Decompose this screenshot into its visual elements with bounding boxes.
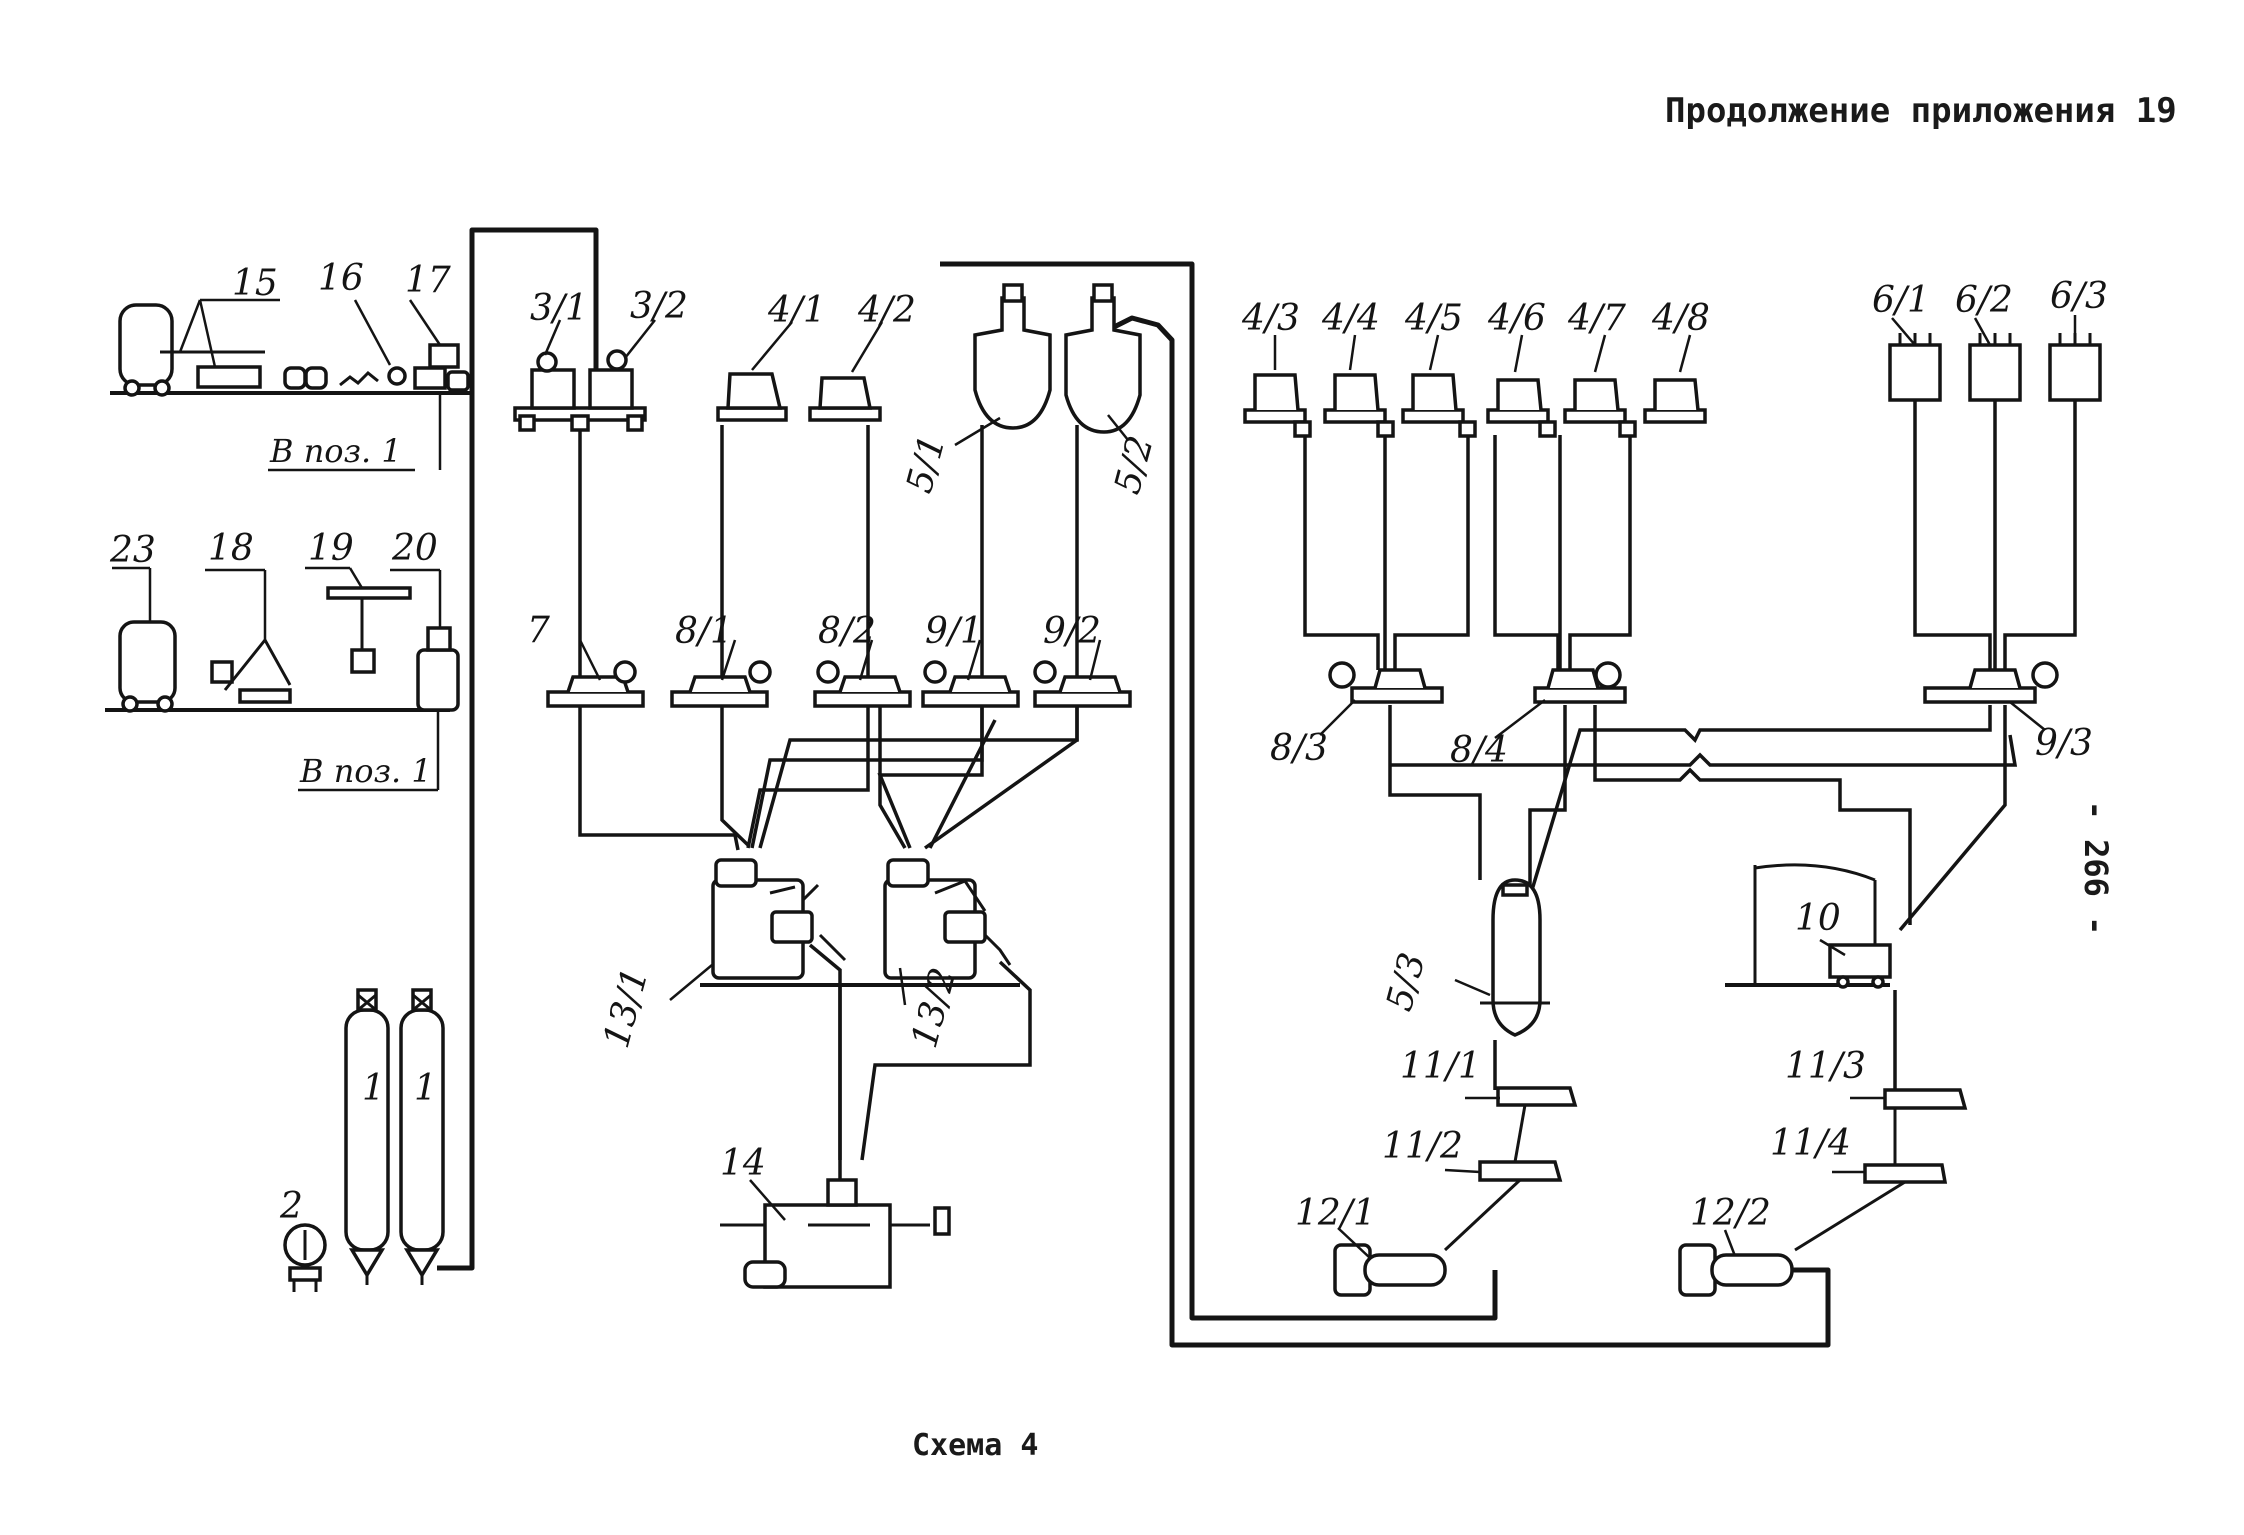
feeders-3-4-left (513, 349, 882, 432)
label-11-3: 11/3 (1785, 1046, 1866, 1087)
label-9-1: 9/1 (925, 611, 983, 652)
label-18: 18 (208, 528, 254, 569)
label-4-5: 4/5 (1404, 298, 1463, 339)
label-5-1: 5/1 (899, 431, 954, 498)
label-19: 19 (308, 528, 354, 569)
label-11-2: 11/2 (1382, 1126, 1463, 1167)
equipment-group-15-16-17 (110, 303, 470, 397)
label-8-1: 8/1 (675, 611, 733, 652)
pressure-gauge-2 (283, 1223, 327, 1292)
label-12-2: 12/2 (1690, 1193, 1771, 1234)
piping-network (437, 227, 1831, 1348)
label-14: 14 (720, 1143, 766, 1184)
label-8-2: 8/2 (818, 611, 876, 652)
mixers-13 (700, 858, 1020, 987)
tank-14 (720, 1178, 951, 1289)
label-7: 7 (527, 610, 550, 651)
leaders-15-16-17 (178, 298, 442, 368)
feeders-4-right (1243, 373, 1707, 438)
silos-5 (973, 283, 1142, 434)
ref-to-pos-1-bottom: В поз. 1 (299, 752, 432, 790)
label-2: 2 (279, 1186, 303, 1227)
label-16: 16 (318, 258, 364, 299)
label-20: 20 (391, 528, 438, 569)
label-4-3: 4/3 (1241, 298, 1300, 339)
label-8-3: 8/3 (1270, 728, 1328, 769)
label-15: 15 (232, 263, 278, 304)
label-1b: 1 (414, 1068, 437, 1109)
page-number: - 266 - (2077, 801, 2115, 936)
filling-units-12 (1333, 1178, 1906, 1297)
label-4-8: 4/8 (1651, 298, 1710, 339)
label-17: 17 (405, 260, 451, 301)
silo-5-3 (1480, 878, 1550, 1037)
label-6-1: 6/1 (1872, 280, 1930, 321)
label-12-1: 12/1 (1295, 1193, 1376, 1234)
label-4-7: 4/7 (1567, 298, 1626, 339)
label-6-2: 6/2 (1955, 280, 2013, 321)
leaders-23-18-19-20 (112, 566, 442, 640)
equipment-group-23-18-19-20 (105, 586, 460, 713)
label-4-6: 4/6 (1487, 298, 1546, 339)
label-11-1: 11/1 (1400, 1046, 1481, 1087)
label-3-1: 3/1 (530, 288, 588, 329)
label-6-3: 6/3 (2050, 276, 2108, 317)
label-5-3: 5/3 (1379, 949, 1434, 1016)
page-header: Продолжение приложения 19 (1665, 91, 2177, 131)
label-4-4: 4/4 (1321, 298, 1380, 339)
label-9-3: 9/3 (2035, 723, 2093, 764)
valves-11 (1478, 1086, 1968, 1184)
scheme-caption: Схема 4 (912, 1428, 1038, 1463)
unit-10 (1725, 863, 1892, 989)
label-1a: 1 (362, 1068, 385, 1109)
weighers-right (1328, 661, 2059, 704)
label-23: 23 (109, 530, 156, 571)
label-3-2: 3/2 (630, 286, 688, 327)
label-8-4: 8/4 (1450, 730, 1508, 771)
ref-to-pos-1-top: В поз. 1 (269, 432, 402, 470)
label-4-2: 4/2 (857, 290, 916, 331)
label-9-2: 9/2 (1043, 611, 1101, 652)
piping-right (1303, 400, 2077, 1095)
gas-cylinders-1 (344, 988, 445, 1285)
label-10: 10 (1795, 898, 1841, 939)
weighers-left (546, 660, 1132, 708)
feeders-6 (1888, 333, 2102, 402)
label-13-1: 13/1 (596, 964, 657, 1053)
label-4-1: 4/1 (767, 290, 826, 331)
label-11-4: 11/4 (1770, 1123, 1851, 1164)
label-5-2: 5/2 (1107, 432, 1162, 499)
